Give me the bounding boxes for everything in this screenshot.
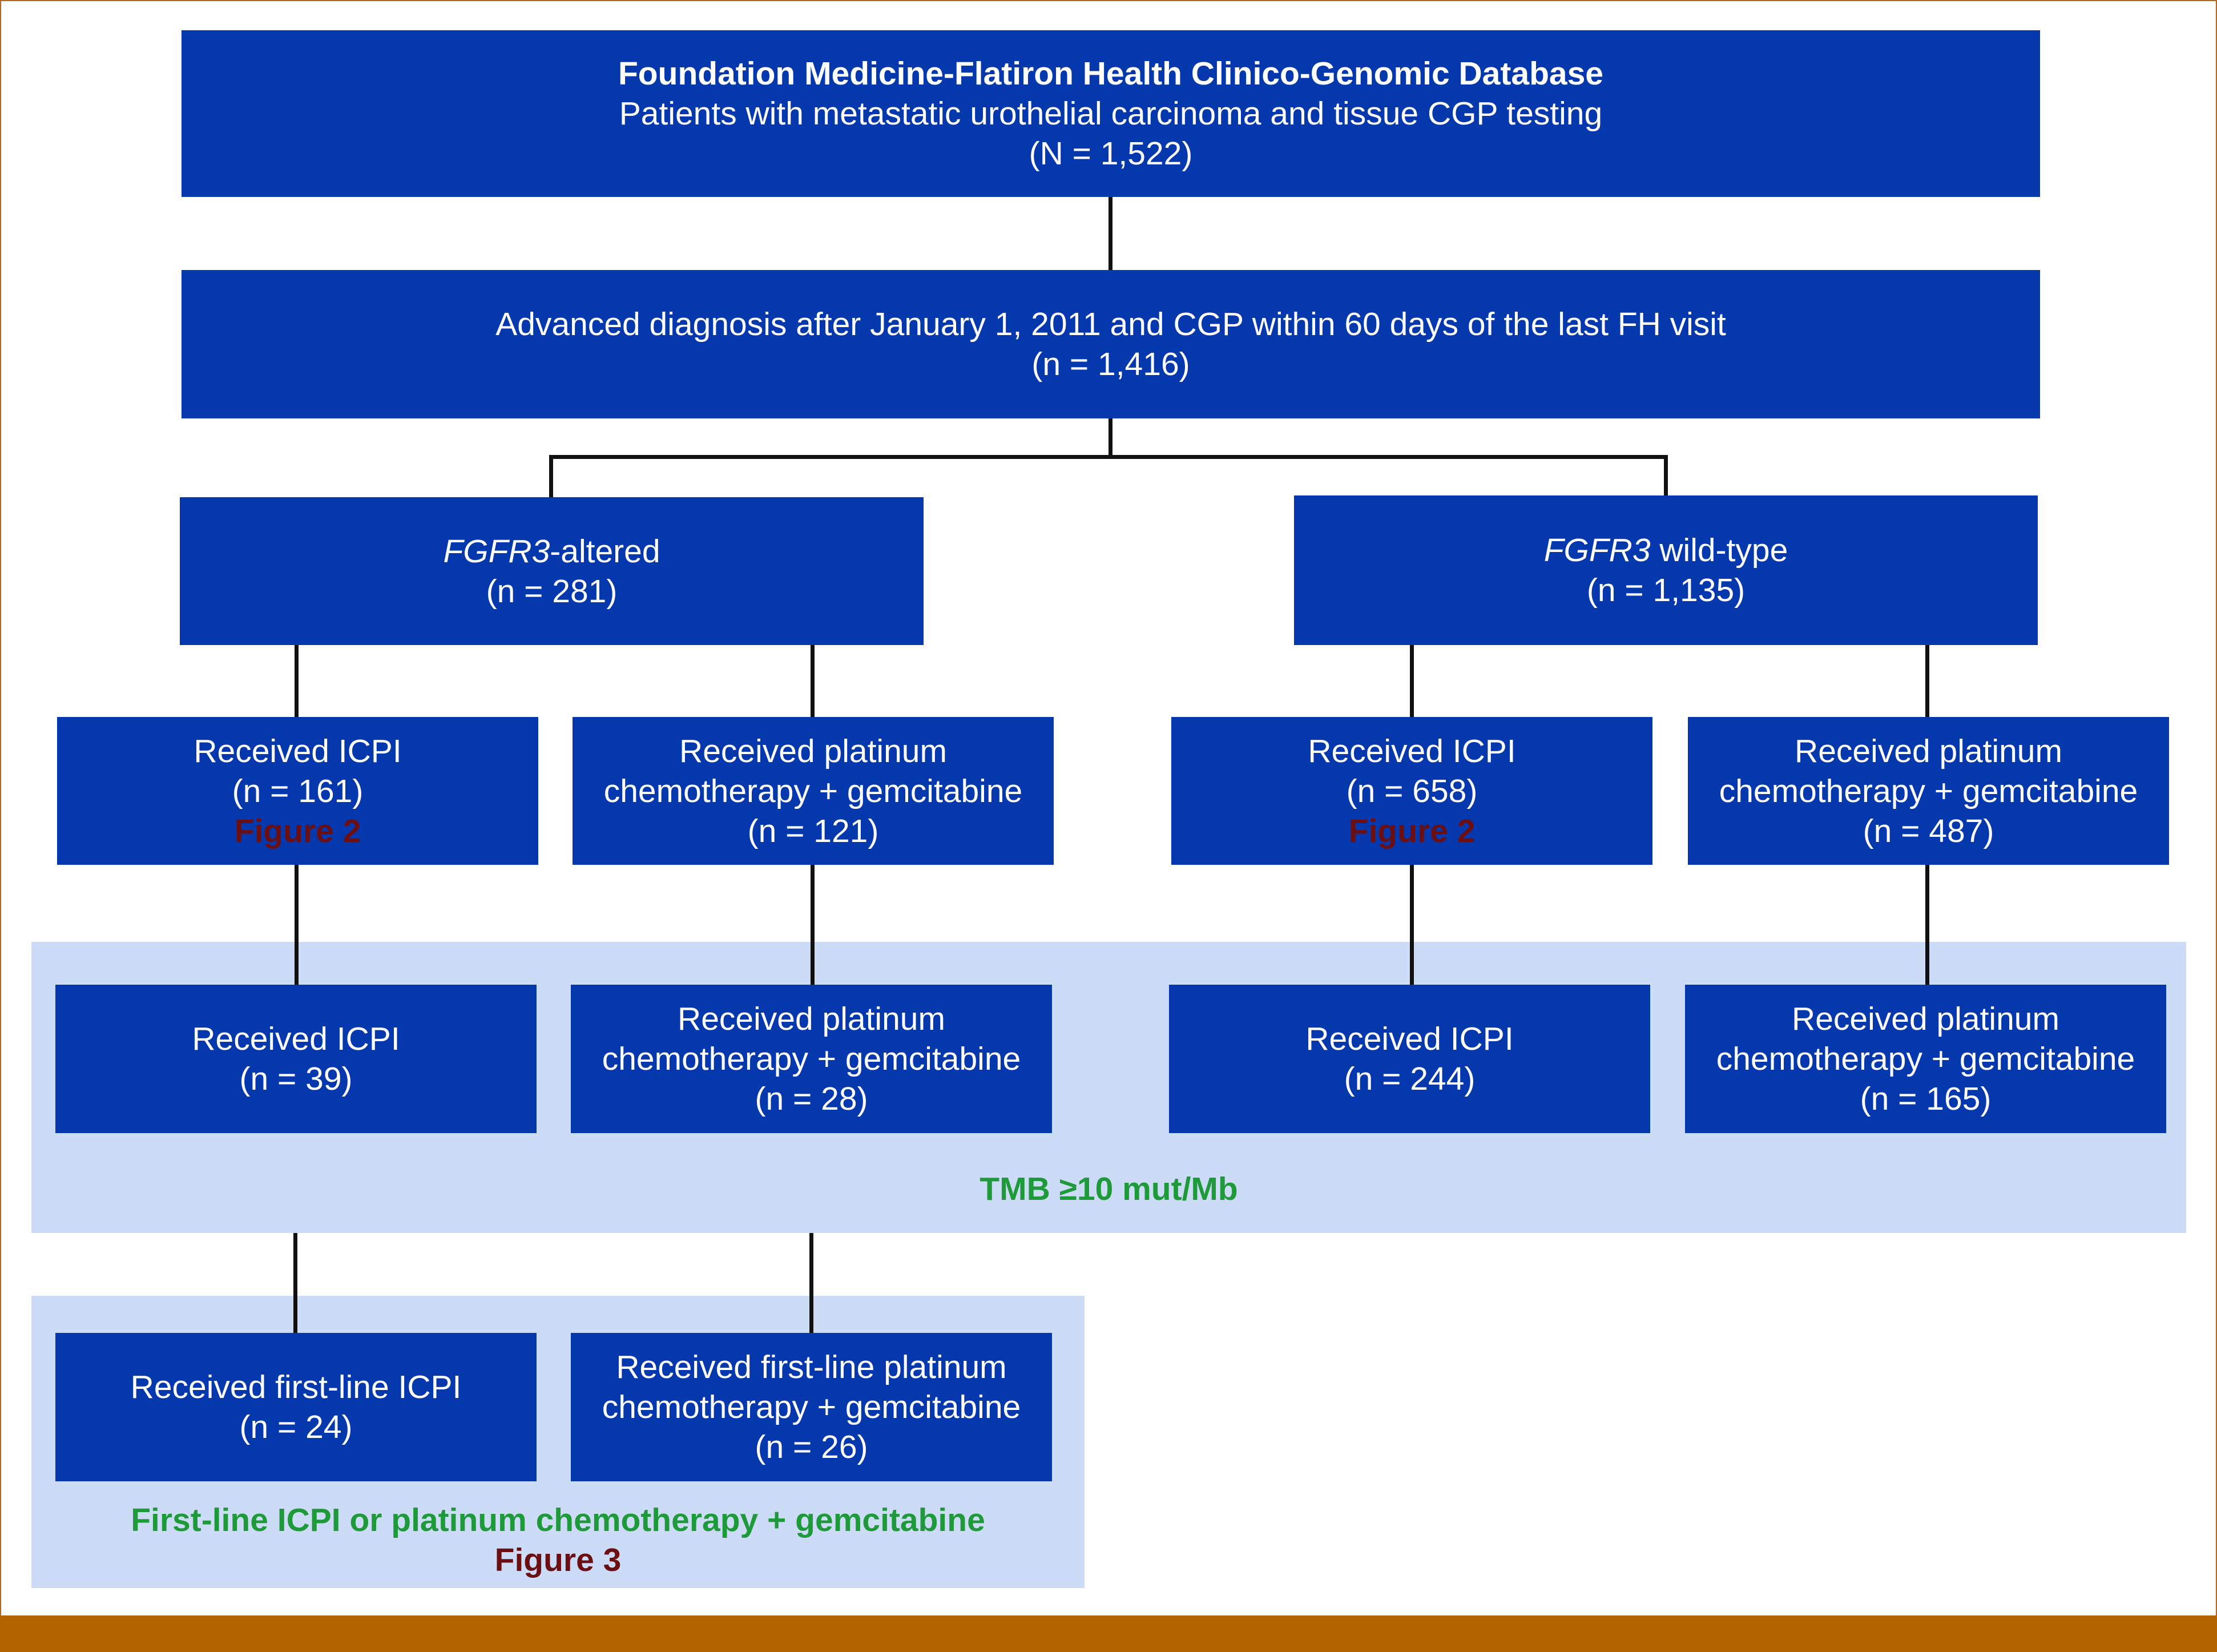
box-label: Received ICPI [194,732,402,769]
database-subtitle: Patients with metastatic urothelial carc… [619,95,1603,132]
figure-2-ref: Figure 2 [234,812,361,849]
box-count: (n = 26) [755,1429,868,1465]
fgfr3-wildtype-suffix: wild-type [1650,532,1788,569]
figure-3-ref: Figure 3 [494,1542,622,1578]
fgfr3-altered-count: (n = 281) [486,573,618,610]
box-label-2: chemotherapy + gemcitabine [602,1041,1021,1077]
box-label-2: chemotherapy + gemcitabine [1719,772,2138,809]
first-line-chemo-box: Received first-line platinum chemotherap… [571,1333,1052,1481]
database-title: Foundation Medicine-Flatiron Health Clin… [618,55,1603,92]
fgfr3-wildtype-label: FGFR3 wild-type [1544,530,1788,570]
connector-altered-chemo [811,645,815,717]
advanced-count: (n = 1,416) [1031,346,1190,382]
box-label-2: chemotherapy + gemcitabine [1716,1041,2135,1077]
box-count: (n = 161) [232,772,364,809]
box-label: Received first-line platinum [616,1349,1007,1385]
tmb-label: TMB ≥10 mut/Mb [979,1171,1238,1207]
box-count: (n = 24) [239,1409,353,1445]
footer-bar [0,1615,2217,1652]
box-label: Received ICPI [1305,1021,1514,1057]
connector-split-left [549,455,553,497]
fgfr3-wildtype-gene: FGFR3 [1543,532,1651,569]
wildtype-chemo-box: Received platinum chemotherapy + gemcita… [1688,717,2169,865]
box-count: (n = 244) [1344,1061,1476,1097]
fgfr3-wildtype-count: (n = 1,135) [1586,572,1746,609]
fgfr3-altered-box: FGFR3-altered (n = 281) [180,497,924,645]
connector-row4-row5-2 [809,1233,813,1333]
box-label: Received ICPI [1308,732,1516,769]
tmb-altered-icpi-box: Received ICPI (n = 39) [55,985,537,1133]
box-count: (n = 487) [1863,812,1994,849]
advanced-diagnosis-box: Advanced diagnosis after January 1, 2011… [182,270,2040,418]
first-line-icpi-box: Received first-line ICPI (n = 24) [55,1333,537,1481]
tmb-wildtype-chemo-box: Received platinum chemotherapy + gemcita… [1685,985,2166,1133]
connector-row4-row5-1 [293,1233,297,1333]
box-count: (n = 658) [1346,772,1478,809]
box-label: Received platinum [1792,1001,2059,1037]
database-count: (N = 1,522) [1029,135,1193,172]
connector-split-horizontal [549,455,1668,459]
connector-row3-row4-2 [811,865,815,985]
fgfr3-altered-gene: FGFR3 [443,533,550,570]
box-count: (n = 165) [1860,1081,1992,1117]
box-label: Received first-line ICPI [130,1369,462,1405]
connector-top-advanced [1108,197,1112,270]
box-label: Received platinum [1795,732,2062,769]
advanced-text: Advanced diagnosis after January 1, 2011… [495,306,1726,343]
connector-altered-icpi [295,645,299,717]
box-count: (n = 39) [239,1061,353,1097]
connector-wildtype-chemo [1925,645,1929,717]
first-line-label: First-line ICPI or platinum chemotherapy… [131,1502,985,1538]
connector-split-right [1664,455,1668,497]
connector-row3-row4-3 [1410,865,1414,985]
altered-icpi-box: Received ICPI (n = 161) Figure 2 [57,717,538,865]
altered-chemo-box: Received platinum chemotherapy + gemcita… [573,717,1054,865]
tmb-altered-chemo-box: Received platinum chemotherapy + gemcita… [571,985,1052,1133]
box-label: Received ICPI [192,1021,400,1057]
connector-row3-row4-4 [1925,865,1929,985]
fgfr3-wildtype-box: FGFR3 wild-type (n = 1,135) [1294,495,2038,645]
box-count: (n = 28) [755,1081,868,1117]
wildtype-icpi-box: Received ICPI (n = 658) Figure 2 [1171,717,1652,865]
tmb-wildtype-icpi-box: Received ICPI (n = 244) [1169,985,1650,1133]
box-label-2: chemotherapy + gemcitabine [602,1389,1021,1425]
database-box: Foundation Medicine-Flatiron Health Clin… [182,30,2040,197]
fgfr3-altered-suffix: -altered [550,533,660,570]
figure-2-ref: Figure 2 [1348,812,1476,849]
connector-advanced-split [1108,418,1112,457]
box-label: Received platinum [679,732,947,769]
connector-wildtype-icpi [1410,645,1414,717]
box-label: Received platinum [678,1001,945,1037]
fgfr3-altered-label: FGFR3-altered [443,531,660,571]
box-label-2: chemotherapy + gemcitabine [603,772,1023,809]
connector-row3-row4-1 [295,865,299,985]
box-count: (n = 121) [747,812,879,849]
